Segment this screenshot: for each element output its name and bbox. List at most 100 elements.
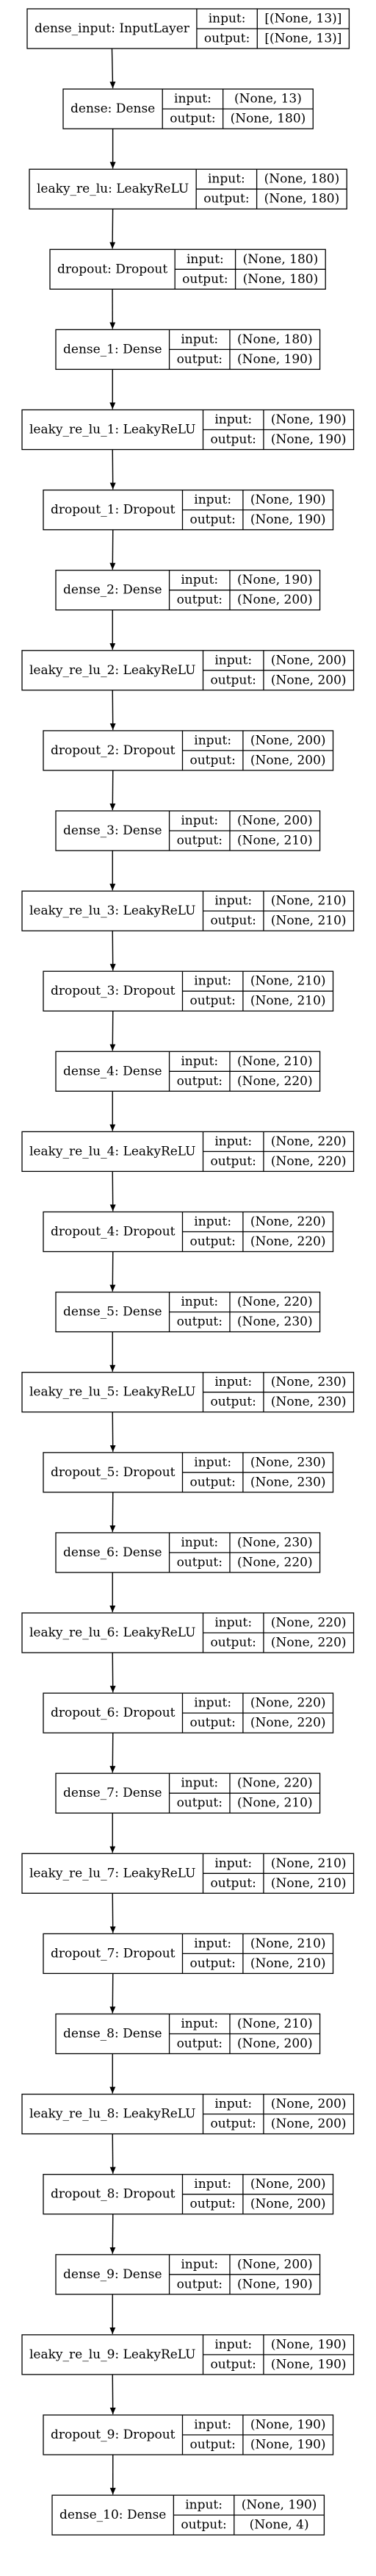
input-shape: (None, 220) [250,1214,326,1229]
input-port-label: input: [214,1616,252,1631]
layer-name: leaky_re_lu_1: LeakyReLU [29,423,196,437]
input-shape: (None, 200) [237,2257,313,2272]
output-port-label: output: [177,834,223,848]
layer-node: leaky_re_lu: LeakyReLUinput:output:(None… [29,168,347,210]
input-shape: (None, 220) [237,1776,313,1791]
input-port-label: input: [194,733,231,748]
layer-node: leaky_re_lu_4: LeakyReLUinput:output:(No… [21,1131,355,1173]
output-shape: (None, 210) [271,1876,347,1891]
output-port-label: output: [189,2438,235,2452]
input-port-label: input: [194,1936,231,1951]
layer-name: dense_2: Dense [63,583,162,598]
input-port-label: input: [209,12,246,26]
layer-name: dropout_5: Dropout [51,1465,176,1480]
output-port-label: output: [189,1234,235,1249]
layer-name: dense: Dense [70,101,155,116]
input-port-label: input: [181,814,218,829]
output-port-label: output: [211,914,256,929]
layer-name: dropout_8: Dropout [51,2187,176,2202]
input-port-label: input: [214,1856,252,1871]
layer-name: dense_4: Dense [63,1064,162,1078]
output-port-label: output: [211,1154,256,1169]
output-port-label: output: [211,1876,256,1891]
output-port-label: output: [211,2117,256,2131]
output-shape: (None, 180) [231,112,306,126]
layer-name: leaky_re_lu_9: LeakyReLU [29,2347,196,2362]
layer-name: dense_input: InputLayer [35,21,190,36]
input-shape: (None, 210) [271,1856,347,1871]
output-shape: (None, 200) [271,2117,347,2131]
output-shape: (None, 230) [271,1395,347,1409]
output-port-label: output: [189,994,235,1009]
layer-node: leaky_re_lu_1: LeakyReLUinput:output:(No… [21,409,355,451]
layer-name: dense_10: Dense [59,2508,166,2522]
layer-node: leaky_re_lu_5: LeakyReLUinput:output:(No… [21,1372,355,1413]
output-shape: (None, 210) [271,914,347,929]
input-shape: (None, 210) [271,894,347,909]
layer-name: dropout_7: Dropout [51,1946,176,1961]
output-port-label: output: [170,112,215,126]
output-shape: (None, 180) [264,192,340,207]
input-port-label: input: [181,1535,218,1550]
output-port-label: output: [211,1395,256,1409]
layer-name: dropout: Dropout [57,262,167,276]
input-shape: (None, 200) [250,733,326,748]
input-shape: (None, 190) [250,493,326,507]
layer-name: dense_7: Dense [63,1786,162,1800]
input-port-label: input: [181,2257,218,2272]
output-port-label: output: [211,1636,256,1650]
input-shape: (None, 200) [271,653,347,668]
output-shape: (None, 200) [271,673,347,687]
input-shape: (None, 220) [250,1696,326,1711]
output-port-label: output: [177,2277,223,2291]
input-shape: (None, 230) [250,1455,326,1470]
output-shape: (None, 210) [250,1956,326,1971]
layer-name: dropout_4: Dropout [51,1225,176,1239]
output-shape: (None, 210) [237,1796,313,1811]
output-shape: (None, 230) [250,1475,326,1489]
layer-name: leaky_re_lu_8: LeakyReLU [29,2107,196,2122]
output-shape: (None, 200) [250,753,326,768]
output-shape: (None, 4) [250,2518,309,2533]
input-port-label: input: [194,1455,231,1470]
output-shape: (None, 200) [237,593,313,607]
layer-name: dense_3: Dense [63,823,162,838]
output-shape: (None, 210) [250,994,326,1009]
input-shape: (None, 210) [250,1936,326,1951]
output-port-label: output: [177,1796,223,1811]
input-shape: (None, 180) [243,252,319,267]
layer-node: dense_input: InputLayer input: output: [(No… [26,8,350,49]
layer-node: leaky_re_lu_3: LeakyReLUinput:output:(No… [21,890,355,931]
output-shape: (None, 220) [250,1716,326,1731]
output-shape: (None, 190) [250,2438,326,2452]
input-port-label: input: [181,1295,218,1309]
output-shape: [(None, 13)] [264,32,341,46]
layer-name: dropout_6: Dropout [51,1706,176,1720]
layer-name: leaky_re_lu_6: LeakyReLU [29,1625,196,1640]
input-shape: (None, 190) [237,573,313,587]
output-port-label: output: [204,32,250,46]
layer-node: leaky_re_lu_8: LeakyReLUinput:output:(No… [21,2093,355,2135]
layer-name: leaky_re_lu_2: LeakyReLU [29,663,196,678]
input-port-label: input: [181,1776,218,1791]
input-port-label: input: [194,2418,231,2433]
output-port-label: output: [189,753,235,768]
layer-name: dense_9: Dense [63,2267,162,2282]
input-port-label: input: [181,573,218,587]
output-shape: (None, 220) [271,1636,347,1650]
output-port-label: output: [181,2518,226,2533]
output-shape: (None, 200) [237,2036,313,2051]
layer-node: dense_7: Dense input: output: (None, 220) (N… [55,1772,321,1814]
input-port-label: input: [208,172,245,187]
